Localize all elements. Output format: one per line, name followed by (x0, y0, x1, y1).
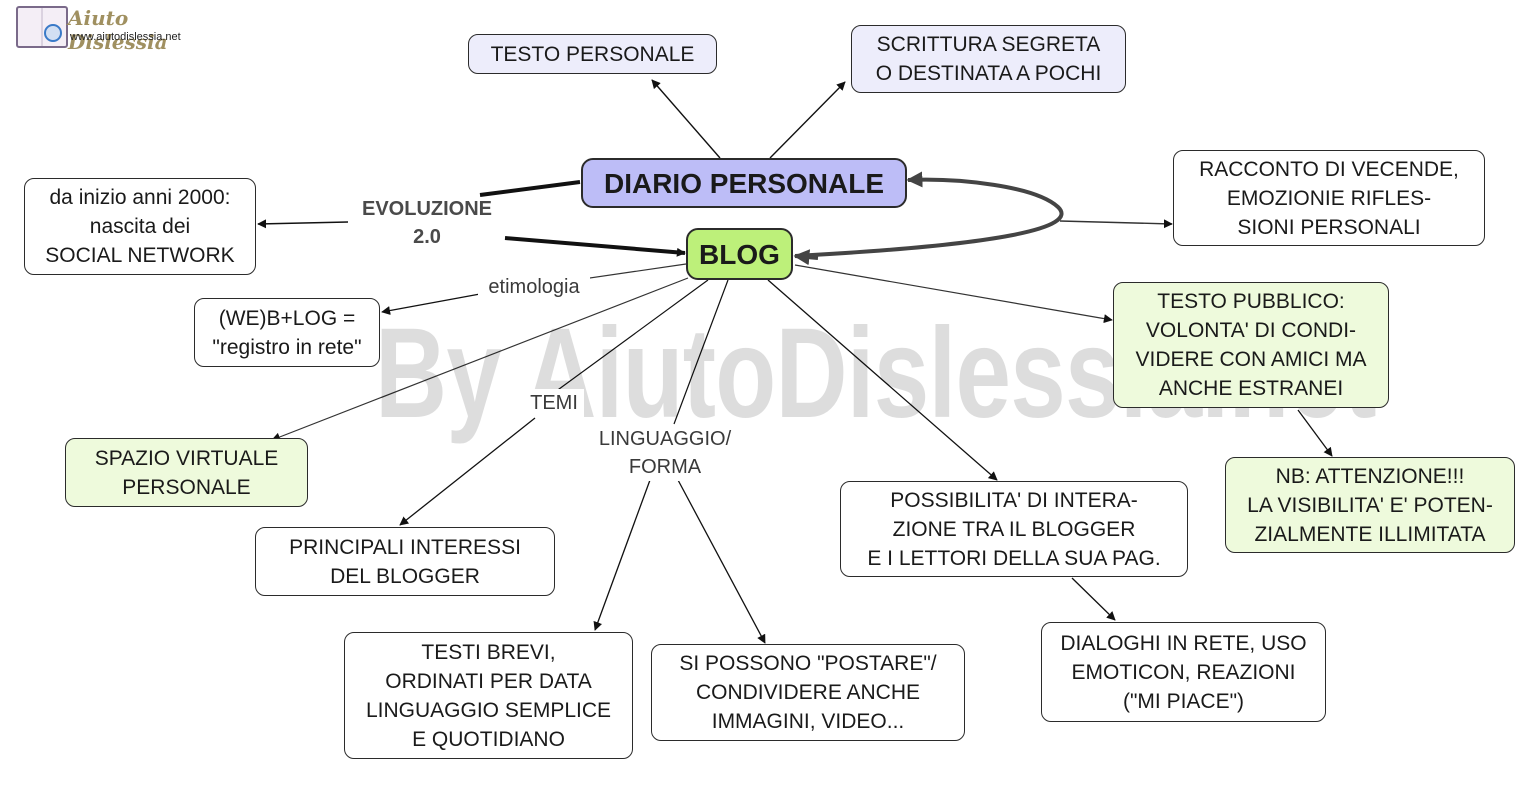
link-diario-testo-personale (651, 79, 721, 159)
link-temi-interessi (399, 417, 536, 526)
link-blog-linguaggio (673, 279, 729, 425)
link-blog-pubblico (794, 264, 1113, 324)
link-linguaggio-testi (593, 479, 651, 631)
magnifier-lens-icon (44, 24, 62, 42)
node-testo-personale[interactable]: TESTO PERSONALE (468, 34, 717, 74)
logo[interactable]: Aiuto Dislessia www.aiutodislessia.net (14, 4, 199, 54)
link-blog-loop-start (793, 249, 819, 266)
label-linguaggio: LINGUAGGIO/ FORMA (582, 425, 748, 481)
node-principali-interessi[interactable]: PRINCIPALI INTERESSI DEL BLOGGER (255, 527, 555, 596)
link-blog-spazio (271, 277, 689, 442)
label-evoluzione: EVOLUZIONE 2.0 (361, 198, 492, 248)
link-evoluzione-social (257, 219, 349, 229)
node-blog[interactable]: BLOG (686, 228, 793, 280)
link-blog-diario-loop (794, 171, 1064, 258)
link-blog-interazione (767, 279, 998, 481)
logo-title: Aiuto Dislessia (68, 6, 168, 54)
link-evoluzione-blog (504, 236, 686, 257)
link-loop-racconto (1059, 219, 1173, 229)
link-blog-temi (554, 279, 709, 393)
link-linguaggio-postare (677, 479, 766, 644)
logo-url: www.aiutodislessia.net (70, 31, 181, 43)
node-postare[interactable]: SI POSSONO "POSTARE"/ CONDIVIDERE ANCHE … (651, 644, 965, 741)
node-testi-brevi[interactable]: TESTI BREVI, ORDINATI PER DATA LINGUAGGI… (344, 632, 633, 759)
node-diario-personale[interactable]: DIARIO PERSONALE (581, 158, 907, 208)
node-spazio-virtuale[interactable]: SPAZIO VIRTUALE PERSONALE (65, 438, 308, 507)
link-diario-scrittura (769, 81, 846, 159)
link-etimologia-weblog (381, 293, 481, 315)
node-weblog[interactable]: (WE)B+LOG = "registro in rete" (194, 298, 380, 367)
node-social-network[interactable]: da inizio anni 2000: nascita dei SOCIAL … (24, 178, 256, 275)
node-scrittura-segreta[interactable]: SCRITTURA SEGRETA O DESTINATA A POCHI (851, 25, 1126, 93)
link-pubblico-nb (1297, 409, 1333, 457)
link-interazione-dialoghi (1071, 577, 1116, 621)
node-dialoghi[interactable]: DIALOGHI IN RETE, USO EMOTICON, REAZIONI… (1041, 622, 1326, 722)
node-testo-pubblico[interactable]: TESTO PUBBLICO: VOLONTA' DI CONDI- VIDER… (1113, 282, 1389, 408)
node-nb-attenzione[interactable]: NB: ATTENZIONE!!! LA VISIBILITA' E' POTE… (1225, 457, 1515, 553)
label-etimologia: etimologia (478, 273, 590, 301)
node-racconto[interactable]: RACCONTO DI VECENDE, EMOZIONIE RIFLES- S… (1173, 150, 1485, 246)
link-diario-evoluzione (479, 180, 581, 197)
label-temi: TEMI (524, 389, 584, 417)
node-interazione[interactable]: POSSIBILITA' DI INTERA- ZIONE TRA IL BLO… (840, 481, 1188, 577)
